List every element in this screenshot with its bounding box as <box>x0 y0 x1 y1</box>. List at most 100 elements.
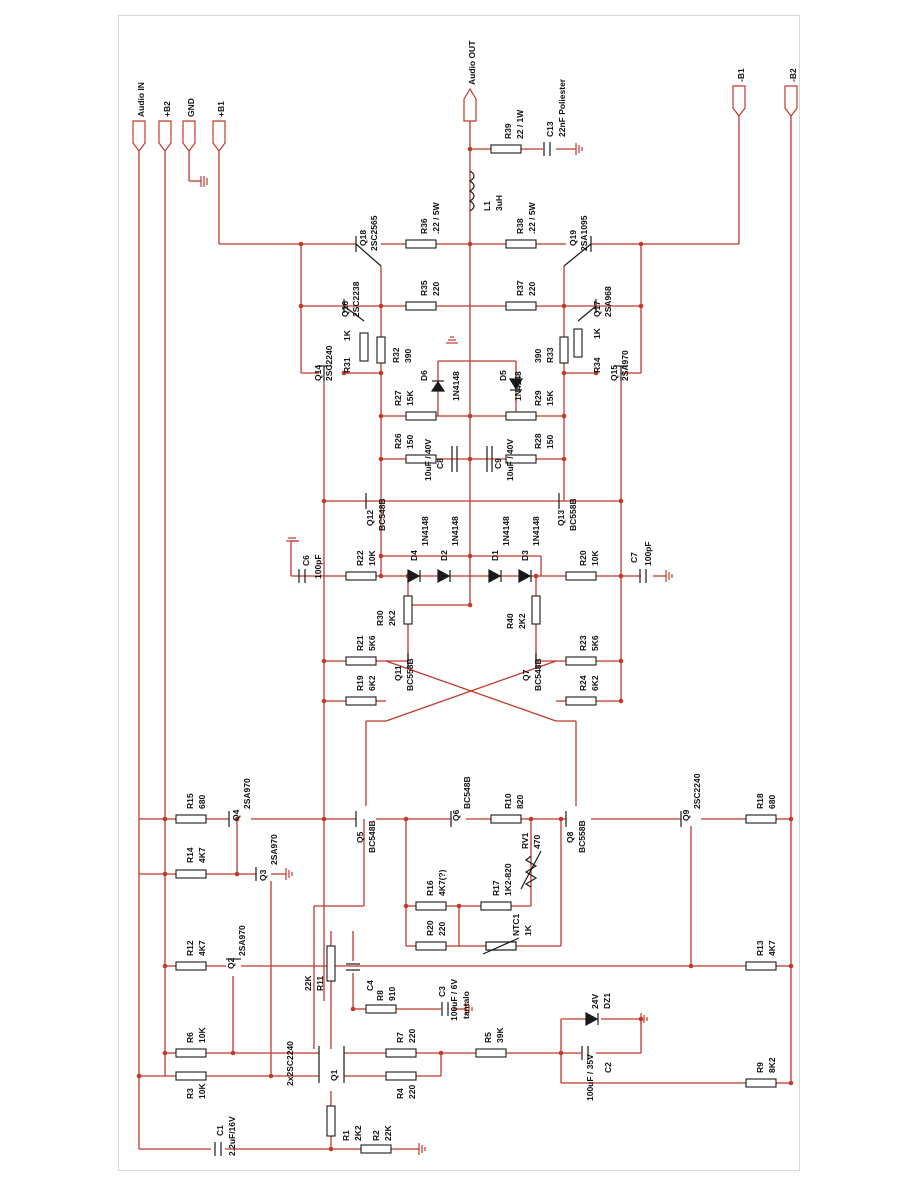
label-d2: D2 <box>439 550 449 561</box>
label-r12-value: 4K7 <box>197 940 207 956</box>
label-q14-value: 2SC2240 <box>324 345 334 381</box>
label-c2: C2 <box>603 1062 613 1073</box>
terminal-plus-b2: +B2 <box>162 101 172 117</box>
label-r32-value: 390 <box>403 349 413 363</box>
label-d4-value: 1N4148 <box>420 516 430 546</box>
label-q6: Q6 <box>451 809 461 821</box>
label-d3-value: 1N4148 <box>531 516 541 546</box>
label-r21-value: 5K6 <box>367 635 377 651</box>
label-r28-value: 150 <box>545 435 555 449</box>
label-r31-value: 1K <box>342 329 352 341</box>
label-r24-value: 6K2 <box>590 675 600 691</box>
label-q7: Q7 <box>521 669 531 681</box>
label-dz1: DZ1 <box>602 993 612 1009</box>
label-q7-value: BC548B <box>533 658 543 691</box>
resistors <box>175 144 777 1154</box>
label-r35: R35 <box>419 280 429 296</box>
label-r39: R39 <box>503 123 513 139</box>
component-labels: R39 22 / 1W C13 22nF Poliester L1 3uH R3… <box>185 78 777 1156</box>
wires <box>138 116 792 1150</box>
label-l1-value: 3uH <box>494 195 504 211</box>
label-r38-value: .22 / 5W <box>527 201 537 234</box>
label-r11: R11 <box>315 976 325 991</box>
label-c6-value: 100pF <box>313 554 323 579</box>
label-r7-value: 220 <box>407 1029 417 1043</box>
label-r22-value: 10K <box>367 550 377 566</box>
label-r37-value: 220 <box>527 282 537 296</box>
label-r7: R7 <box>395 1032 405 1043</box>
terminal-minus-b2: -B2 <box>788 68 798 82</box>
label-r36: R36 <box>419 218 429 234</box>
label-c13-value: 22nF Poliester <box>557 78 567 137</box>
label-q4: Q4 <box>231 809 241 821</box>
label-r24: R24 <box>578 675 588 691</box>
label-r17-value: 1K2-820 <box>503 863 513 896</box>
label-q8: Q8 <box>565 831 575 843</box>
label-r8-value: 910 <box>387 987 397 1001</box>
label-r21: R21 <box>355 635 365 651</box>
label-r37: R37 <box>515 280 525 296</box>
label-d4: D4 <box>409 550 419 561</box>
label-r26-value: 150 <box>405 435 415 449</box>
label-r29: R29 <box>533 390 543 406</box>
label-q5: Q5 <box>355 831 365 843</box>
label-q14: Q14 <box>313 365 323 381</box>
label-r6: R6 <box>185 1032 195 1043</box>
label-q8-value: BC558B <box>577 820 587 853</box>
label-r1-value: 2K2 <box>353 1125 363 1141</box>
label-r10-value: 820 <box>515 795 525 809</box>
terminal-plus-b1: +B1 <box>216 101 226 117</box>
label-c4: C4 <box>365 980 375 991</box>
label-q16: Q16 <box>340 301 350 317</box>
label-r13-value: 4K7 <box>767 940 777 956</box>
label-r30: R30 <box>375 610 385 626</box>
label-c9: C9 <box>493 458 503 469</box>
label-q4-value: 2SA970 <box>242 778 252 809</box>
label-d6: D6 <box>419 370 429 381</box>
label-r34-value: 1K <box>592 327 602 339</box>
label-q11-value: BC558B <box>405 658 415 691</box>
amplifier-schematic: Audio IN +B2 GND +B1 Audio OUT -B1 -B2 R… <box>132 40 798 1156</box>
label-c13: C13 <box>545 121 555 137</box>
label-q3-value: 2SA970 <box>269 834 279 865</box>
label-q17-value: 2SA968 <box>603 286 613 317</box>
label-q12-value: BC548B <box>377 498 387 531</box>
label-ntc1: NTC1 <box>511 914 521 936</box>
label-r3: R3 <box>185 1088 195 1099</box>
label-r27-value: 15K <box>405 390 415 406</box>
label-r22: R22 <box>355 550 365 566</box>
label-ntc1-value: 1K <box>523 924 533 936</box>
label-c9-value: 10uF / 40V <box>505 439 515 481</box>
label-q5-value: BC548B <box>367 820 377 853</box>
label-c1: C1 <box>215 1125 225 1136</box>
label-q11: Q11 <box>393 665 403 681</box>
label-r9-value: 8K2 <box>767 1057 777 1073</box>
label-rv1-value: 470 <box>532 835 542 849</box>
label-r33-value: 390 <box>533 349 543 363</box>
label-r8: R8 <box>375 990 385 1001</box>
terminal-audio-in: Audio IN <box>136 82 146 117</box>
label-c3-note: tantalo <box>461 991 471 1019</box>
label-q17: Q17 <box>592 301 602 317</box>
label-c3: C3 <box>437 986 447 997</box>
label-d6-value: 1N4148 <box>451 371 461 401</box>
label-d5-value: 1N4148 <box>513 371 523 401</box>
label-q19-value: 2SA1095 <box>579 215 589 251</box>
label-r31: R31 <box>342 357 352 373</box>
label-q13-value: BC558B <box>568 498 578 531</box>
label-r26: R26 <box>393 433 403 449</box>
label-c8: C8 <box>435 458 445 469</box>
label-q18: Q18 <box>358 230 368 246</box>
terminal-labels: Audio IN +B2 GND +B1 Audio OUT -B1 -B2 <box>136 40 798 117</box>
label-r36-value: .22 / 5W <box>431 201 441 234</box>
label-r30-value: 2K2 <box>387 610 397 626</box>
label-r2: R2 <box>371 1130 381 1141</box>
label-r35-value: 220 <box>431 282 441 296</box>
terminal-minus-b1: -B1 <box>736 68 746 82</box>
label-r20-bias-value: 10K <box>590 550 600 566</box>
label-r28: R28 <box>533 433 543 449</box>
label-q9-value: 2SC2240 <box>692 773 702 809</box>
label-r32: R32 <box>391 347 401 363</box>
label-r20-bias: R20 <box>578 550 588 566</box>
label-r18: R18 <box>755 793 765 809</box>
